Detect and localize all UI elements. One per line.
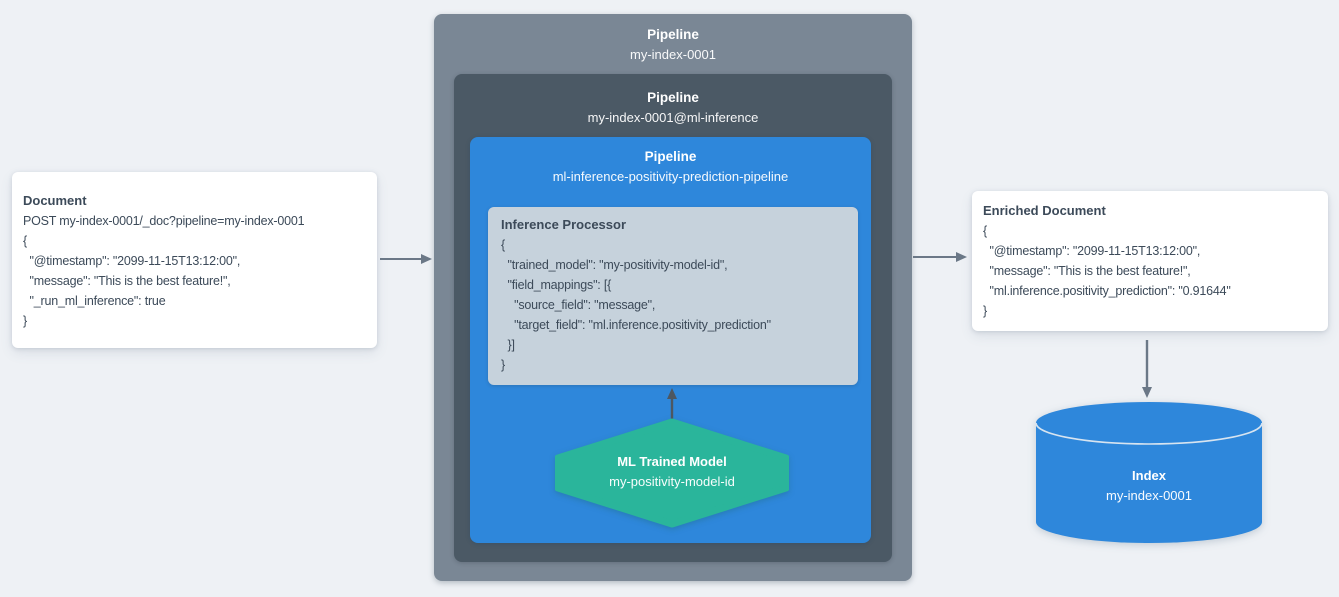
code-line: "@timestamp": "2099-11-15T13:12:00",	[983, 244, 1201, 258]
code-line: "field_mappings": [{	[501, 278, 612, 292]
ml-trained-model-hexagon	[555, 418, 789, 528]
document-card-title: Document	[23, 193, 87, 208]
code-line: {	[501, 238, 505, 252]
ml-trained-model-name: my-positivity-model-id	[609, 474, 735, 489]
code-line: }	[23, 314, 27, 328]
code-line: }]	[501, 338, 515, 352]
inference-processor-title: Inference Processor	[501, 217, 627, 232]
pipeline-middle-header: Pipeline my-index-0001@ml-inference	[454, 74, 892, 128]
pipeline-middle-label: Pipeline	[647, 90, 699, 105]
pipeline-inner-label: Pipeline	[644, 149, 697, 164]
index-label: Index	[1132, 468, 1166, 483]
code-line: "message": "This is the best feature!",	[983, 264, 1191, 278]
code-line: "target_field": "ml.inference.positivity…	[501, 318, 771, 332]
pipeline-outer-label: Pipeline	[647, 27, 699, 42]
enriched-document-card: Enriched Document { "@timestamp": "2099-…	[972, 191, 1328, 331]
ml-trained-model-labels: ML Trained Model my-positivity-model-id	[555, 452, 789, 492]
index-cylinder	[1035, 402, 1263, 543]
arrow-model-to-processor-icon	[667, 388, 677, 420]
code-line: "@timestamp": "2099-11-15T13:12:00",	[23, 254, 241, 268]
code-line: {	[23, 234, 27, 248]
code-line: }	[983, 304, 987, 318]
pipeline-inner-header: Pipeline ml-inference-positivity-predict…	[470, 137, 871, 187]
document-card: Document POST my-index-0001/_doc?pipelin…	[12, 172, 377, 348]
code-line: "ml.inference.positivity_prediction": "0…	[983, 284, 1231, 298]
pipeline-outer-name: my-index-0001	[630, 47, 716, 62]
pipeline-middle-name: my-index-0001@ml-inference	[587, 110, 759, 125]
code-line: "trained_model": "my-positivity-model-id…	[501, 258, 728, 272]
code-line: "source_field": "message",	[501, 298, 656, 312]
code-line: "message": "This is the best feature!",	[23, 274, 231, 288]
code-line: POST my-index-0001/_doc?pipeline=my-inde…	[23, 214, 305, 228]
enriched-document-title: Enriched Document	[983, 203, 1106, 218]
ml-trained-model-title: ML Trained Model	[617, 454, 727, 469]
code-line: {	[983, 224, 987, 238]
pipeline-inner-name: ml-inference-positivity-prediction-pipel…	[552, 169, 789, 184]
index-name: my-index-0001	[1106, 488, 1192, 503]
index-cylinder-labels: Index my-index-0001	[1034, 466, 1264, 506]
code-line: "_run_ml_inference": true	[23, 294, 166, 308]
inference-processor-box: Inference Processor { "trained_model": "…	[488, 207, 858, 385]
arrow-enriched-to-index-icon	[1142, 340, 1152, 398]
pipeline-outer-header: Pipeline my-index-0001	[434, 14, 912, 65]
arrow-pipeline-to-enriched-icon	[913, 252, 967, 262]
arrow-document-to-pipeline-icon	[380, 254, 432, 264]
code-line: }	[501, 358, 505, 372]
